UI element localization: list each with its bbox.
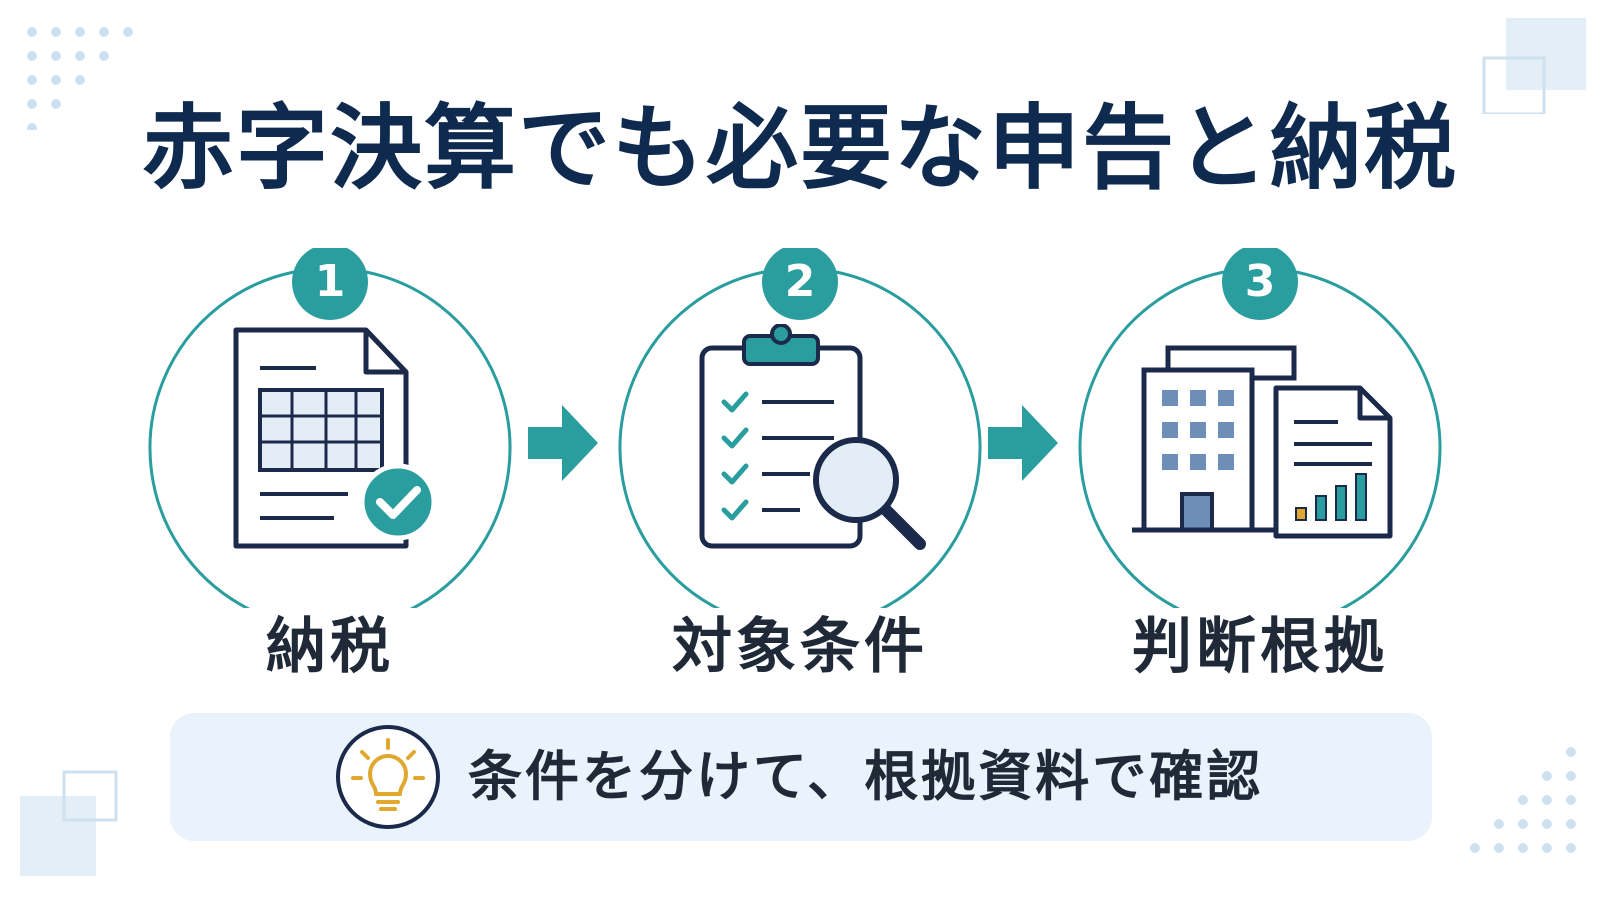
step-label: 対象条件: [672, 612, 928, 682]
tip-text: 条件を分けて、根拠資料で確認: [468, 745, 1264, 808]
step-number: 1: [314, 256, 346, 307]
tip-box: 条件を分けて、根拠資料で確認: [170, 713, 1432, 841]
step-ring: [618, 248, 982, 608]
clipboard-checklist-magnifier-icon: [699, 324, 926, 550]
step-label: 判断根拠: [1132, 612, 1388, 682]
step-ring: [148, 248, 512, 608]
spreadsheet-document-check-icon: [233, 327, 437, 549]
square-deco-top-right: [1482, 18, 1586, 114]
step-2: 2 対象条件: [610, 248, 990, 688]
lightbulb-icon: [336, 725, 440, 829]
dot-grid-top-left: [27, 27, 133, 130]
square-deco-bottom-left: [20, 770, 118, 876]
step-ring: [1078, 248, 1442, 608]
step-number: 3: [1244, 256, 1276, 307]
page-title: 赤字決算でも必要な申告と納税: [141, 95, 1458, 202]
arrow-right-icon: [988, 405, 1058, 481]
step-1: 1 納税: [140, 248, 520, 688]
dot-grid-bottom-right: [1470, 747, 1576, 853]
arrow-right-icon: [528, 405, 598, 481]
step-3: 3 判断根拠: [1070, 248, 1450, 688]
step-number: 2: [784, 256, 816, 307]
step-label: 納税: [266, 612, 394, 682]
building-report-chart-icon: [1132, 345, 1393, 539]
